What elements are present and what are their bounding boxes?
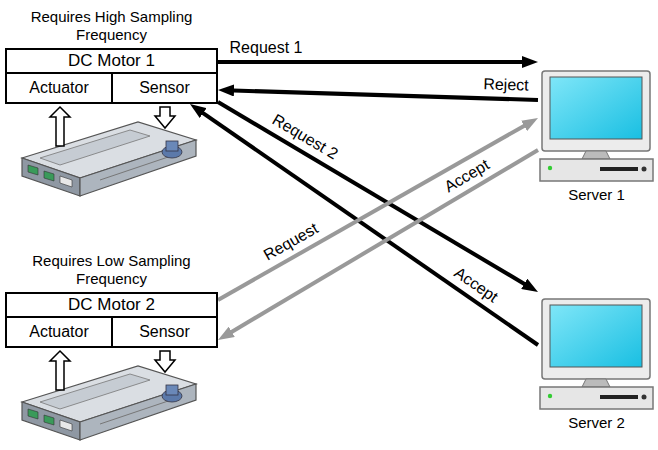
message-arrow — [225, 150, 538, 336]
server-label: Server 2 — [538, 414, 655, 432]
dc-motor-box: Requires Low Sampling FrequencyDC Motor … — [5, 292, 218, 348]
server-computer: Server 1 — [538, 55, 655, 182]
computer-icon — [538, 283, 655, 410]
dc-motor-box: Requires High Sampling FrequencyDC Motor… — [5, 48, 218, 104]
requirement-note: Requires High Sampling Frequency — [0, 8, 226, 44]
requirement-note: Requires Low Sampling Frequency — [0, 252, 226, 288]
computer-icon — [538, 55, 655, 182]
sensor-box: Sensor — [111, 72, 218, 104]
box-label: Actuator — [7, 318, 111, 346]
box-label: Actuator — [7, 74, 111, 102]
message-arrow — [218, 122, 531, 300]
box-label: Sensor — [113, 74, 216, 102]
message-arrow — [197, 109, 538, 345]
message-label: Accept — [449, 263, 503, 308]
server-computer: Server 2 — [538, 283, 655, 410]
server-label: Server 1 — [538, 186, 655, 204]
sensor-box: Sensor — [111, 316, 218, 348]
message-label: Accept — [439, 155, 494, 197]
message-label: Request 2 — [267, 110, 342, 165]
motor-hardware — [22, 366, 196, 440]
message-arrow — [218, 102, 531, 288]
box-label: DC Motor 2 — [7, 294, 216, 316]
actuator-box: Actuator — [5, 316, 113, 348]
actuator-box: Actuator — [5, 72, 113, 104]
box-label: Sensor — [113, 318, 216, 346]
box-label: DC Motor 1 — [7, 50, 216, 72]
motor-hardware — [22, 122, 196, 196]
message-label: Request 1 — [228, 39, 305, 57]
message-arrow — [218, 60, 530, 64]
message-label: Request — [259, 219, 323, 266]
message-label: Reject — [481, 75, 531, 95]
